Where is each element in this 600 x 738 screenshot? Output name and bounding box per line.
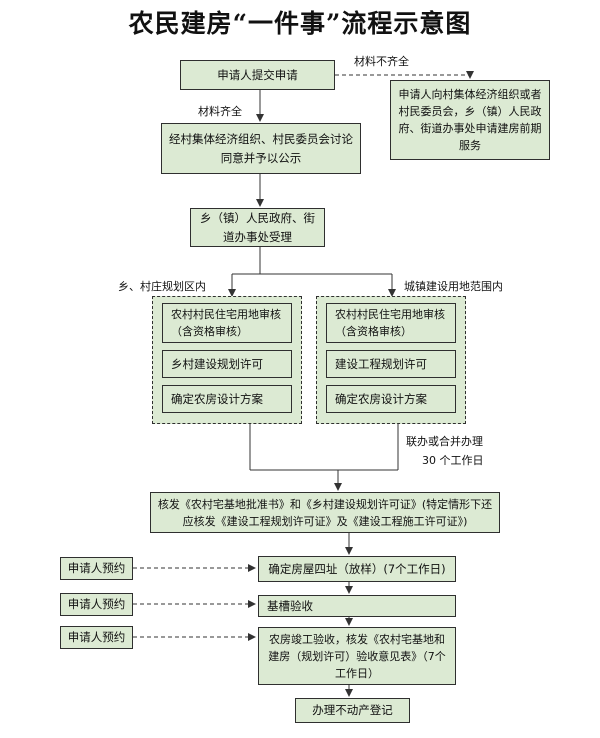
label-town-construction-area: 城镇建设用地范围内 xyxy=(404,280,503,293)
label-materials-complete: 材料齐全 xyxy=(198,105,242,118)
appointment-2: 申请人预约 xyxy=(60,593,133,616)
step-issue-certificates: 核发《农村宅基地批准书》和《乡村建设规划许可证》(特定情形下还应核发《建设工程规… xyxy=(150,492,500,533)
step-submit-application: 申请人提交申请 xyxy=(180,60,335,90)
arrow-to-pre-service xyxy=(335,71,474,79)
step-right-design: 确定农房设计方案 xyxy=(326,385,456,413)
appointment-3: 申请人预约 xyxy=(60,626,133,649)
page-title: 农民建房“一件事”流程示意图 xyxy=(128,9,472,38)
step-property-registration: 办理不动产登记 xyxy=(295,698,410,723)
step-town-accept: 乡（镇）人民政府、街道办事处受理 xyxy=(190,208,325,247)
label-village-planning-area: 乡、村庄规划区内 xyxy=(118,280,206,293)
step-foundation-inspection: 基槽验收 xyxy=(258,595,456,617)
step-left-planning-permit: 乡村建设规划许可 xyxy=(162,350,292,378)
label-30-workdays: 30 个工作日 xyxy=(422,454,484,467)
step-right-land-review: 农村村民住宅用地审核（含资格审核） xyxy=(326,303,456,343)
step-left-land-review: 农村村民住宅用地审核（含资格审核） xyxy=(162,303,292,343)
step-pre-service: 申请人向村集体经济组织或者村民委员会，乡（镇）人民政府、街道办事处申请建房前期服… xyxy=(390,80,550,160)
appointment-1: 申请人预约 xyxy=(60,557,133,580)
step-completion-inspection: 农房竣工验收，核发《农村宅基地和建房（规划许可）验收意见表》（7个工作日） xyxy=(258,627,456,685)
step-site-boundary: 确定房屋四址（放样）(7个工作日) xyxy=(258,556,456,582)
label-materials-incomplete: 材料不齐全 xyxy=(354,55,409,68)
step-village-discussion: 经村集体经济组织、村民委员会讨论同意并予以公示 xyxy=(161,123,361,174)
label-joint-processing: 联办或合并办理 xyxy=(406,435,483,448)
step-left-design: 确定农房设计方案 xyxy=(162,385,292,413)
step-right-construction-permit: 建设工程规划许可 xyxy=(326,350,456,378)
